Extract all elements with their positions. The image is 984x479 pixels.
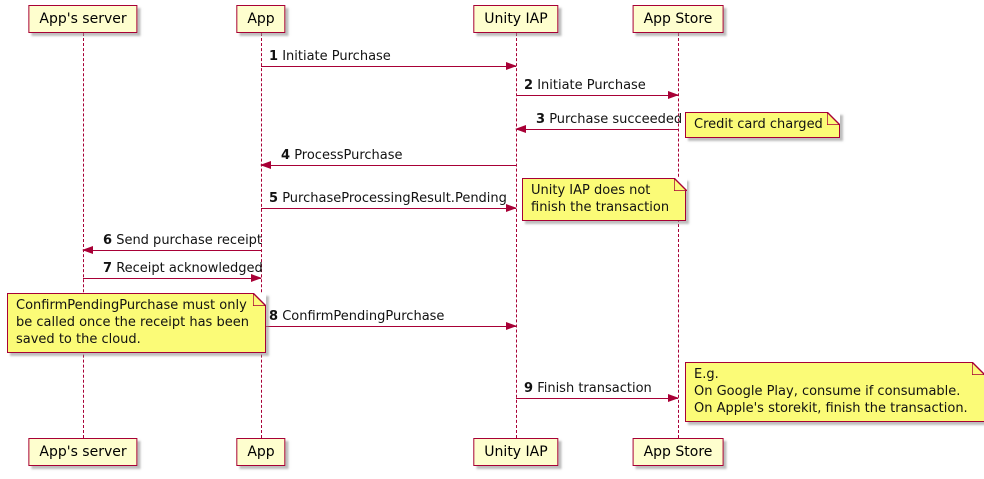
message-1: 1 Initiate Purchase <box>261 49 517 70</box>
message-2-label: 2 Initiate Purchase <box>516 78 678 93</box>
message-text: Finish transaction <box>537 381 652 396</box>
note-text: ConfirmPendingPurchase must only be call… <box>16 298 249 347</box>
note-fold-icon <box>253 292 267 306</box>
participant-label: App's server <box>39 444 127 460</box>
note-finish-transaction-examples: E.g. On Google Play, consume if consumab… <box>685 361 984 422</box>
message-1-arrow <box>261 61 517 70</box>
message-8-arrow <box>261 321 517 330</box>
message-3-label: 3 Purchase succeeded <box>516 112 682 127</box>
message-number: 8 <box>269 309 279 324</box>
message-number: 2 <box>524 78 534 93</box>
message-number: 7 <box>103 261 113 276</box>
note-credit-card-charged: Credit card charged <box>685 111 841 138</box>
message-text: ConfirmPendingPurchase <box>282 309 445 324</box>
message-8-label: 8 ConfirmPendingPurchase <box>261 309 516 324</box>
note-fold-icon <box>827 111 841 125</box>
participant-label: App <box>247 11 275 27</box>
message-3-arrow <box>515 124 678 133</box>
message-4: 4 ProcessPurchase <box>260 148 516 169</box>
message-number: 3 <box>536 112 546 127</box>
participant-label: App Store <box>643 444 713 460</box>
message-6-arrow <box>82 245 261 254</box>
participant-apps-server-top: App's server <box>28 5 138 33</box>
message-text: Receipt acknowledged <box>116 261 263 276</box>
message-number: 9 <box>524 381 534 396</box>
note-text: Unity IAP does not finish the transactio… <box>531 183 670 215</box>
message-number: 6 <box>103 233 113 248</box>
note-text: Credit card charged <box>694 117 823 132</box>
note-unity-iap-pending: Unity IAP does not finish the transactio… <box>522 177 687 221</box>
message-6: 6 Send purchase receipt <box>82 233 263 254</box>
note-confirm-pending-purchase: ConfirmPendingPurchase must only be call… <box>7 292 267 353</box>
message-number: 1 <box>269 49 279 64</box>
message-7: 7 Receipt acknowledged <box>83 261 263 282</box>
message-5-label: 5 PurchaseProcessingResult.Pending <box>261 191 516 206</box>
lifeline-app-store <box>678 33 679 438</box>
message-text: PurchaseProcessingResult.Pending <box>282 191 507 206</box>
message-6-label: 6 Send purchase receipt <box>83 233 263 248</box>
message-8: 8 ConfirmPendingPurchase <box>261 309 517 330</box>
participant-unity-iap-bottom: Unity IAP <box>473 438 559 466</box>
participant-app-bottom: App <box>236 438 286 466</box>
note-fold-icon <box>972 361 984 375</box>
message-4-label: 4 ProcessPurchase <box>261 148 516 163</box>
message-text: Initiate Purchase <box>537 78 646 93</box>
message-9-arrow <box>516 393 679 402</box>
note-fold-icon <box>673 177 687 191</box>
message-5-arrow <box>261 203 517 212</box>
message-9: 9 Finish transaction <box>516 381 679 402</box>
message-1-label: 1 Initiate Purchase <box>261 49 516 64</box>
participant-label: Unity IAP <box>484 11 548 27</box>
message-7-arrow <box>83 273 262 282</box>
participant-label: App's server <box>39 11 127 27</box>
participant-unity-iap-top: Unity IAP <box>473 5 559 33</box>
participant-apps-server-bottom: App's server <box>28 438 138 466</box>
message-5: 5 PurchaseProcessingResult.Pending <box>261 191 517 212</box>
lifeline-app <box>261 33 262 438</box>
message-2: 2 Initiate Purchase <box>516 78 679 99</box>
participant-app-store-bottom: App Store <box>632 438 724 466</box>
lifeline-apps-server <box>83 33 84 438</box>
message-3: 3 Purchase succeeded <box>515 112 682 133</box>
participant-app-top: App <box>236 5 286 33</box>
message-2-arrow <box>516 90 679 99</box>
message-number: 4 <box>281 148 291 163</box>
message-text: Send purchase receipt <box>116 233 263 248</box>
message-4-arrow <box>260 160 516 169</box>
participant-label: App <box>247 444 275 460</box>
message-9-label: 9 Finish transaction <box>516 381 678 396</box>
message-text: Purchase succeeded <box>549 112 683 127</box>
participant-label: App Store <box>643 11 713 27</box>
message-7-label: 7 Receipt acknowledged <box>83 261 263 276</box>
message-text: Initiate Purchase <box>282 49 391 64</box>
lifeline-unity-iap <box>516 33 517 438</box>
participant-app-store-top: App Store <box>632 5 724 33</box>
message-number: 5 <box>269 191 279 206</box>
participant-label: Unity IAP <box>484 444 548 460</box>
note-text: E.g. On Google Play, consume if consumab… <box>694 367 968 416</box>
message-text: ProcessPurchase <box>294 148 403 163</box>
